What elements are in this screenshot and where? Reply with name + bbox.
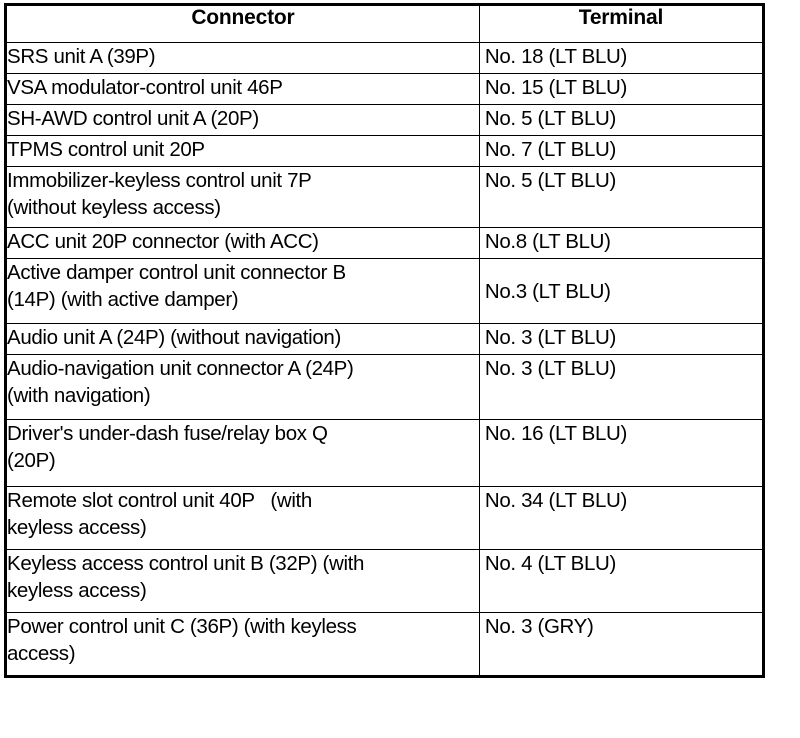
table-row: Audio-navigation unit connector A (24P) … bbox=[5, 354, 765, 420]
header-row: Connector Terminal bbox=[5, 4, 765, 43]
table-row: Remote slot control unit 40P (with keyle… bbox=[5, 486, 765, 550]
cell-connector: Audio-navigation unit connector A (24P) … bbox=[5, 354, 480, 420]
column-header-connector: Connector bbox=[5, 4, 480, 43]
table-header: Connector Terminal bbox=[5, 4, 765, 43]
cell-connector: Active damper control unit connector B (… bbox=[5, 258, 480, 324]
cell-terminal: No. 3 (LT BLU) bbox=[478, 323, 765, 355]
cell-terminal: No.8 (LT BLU) bbox=[478, 227, 765, 259]
cell-terminal: No. 3 (LT BLU) bbox=[478, 354, 765, 420]
cell-connector: Remote slot control unit 40P (with keyle… bbox=[5, 486, 480, 550]
table-row: ACC unit 20P connector (with ACC) No.8 (… bbox=[5, 227, 765, 259]
table-row: VSA modulator-control unit 46P No. 15 (L… bbox=[5, 73, 765, 105]
cell-terminal: No. 7 (LT BLU) bbox=[478, 135, 765, 167]
table-row: Audio unit A (24P) (without navigation) … bbox=[5, 323, 765, 355]
table-row: Driver's under-dash fuse/relay box Q (20… bbox=[5, 419, 765, 487]
column-header-terminal: Terminal bbox=[478, 4, 765, 43]
table-row: Active damper control unit connector B (… bbox=[5, 258, 765, 324]
table-row: SRS unit A (39P) No. 18 (LT BLU) bbox=[5, 42, 765, 74]
cell-connector: Power control unit C (36P) (with keyless… bbox=[5, 612, 480, 677]
cell-connector: Audio unit A (24P) (without navigation) bbox=[5, 323, 480, 355]
cell-connector: ACC unit 20P connector (with ACC) bbox=[5, 227, 480, 259]
cell-terminal: No. 15 (LT BLU) bbox=[478, 73, 765, 105]
cell-terminal: No. 5 (LT BLU) bbox=[478, 166, 765, 228]
table-row: SH-AWD control unit A (20P) No. 5 (LT BL… bbox=[5, 104, 765, 136]
cell-connector: Immobilizer-keyless control unit 7P (wit… bbox=[5, 166, 480, 228]
cell-terminal: No.3 (LT BLU) bbox=[478, 258, 765, 324]
connector-terminal-table: Connector Terminal SRS unit A (39P) No. … bbox=[4, 3, 765, 678]
cell-terminal: No. 4 (LT BLU) bbox=[478, 549, 765, 613]
cell-connector: Driver's under-dash fuse/relay box Q (20… bbox=[5, 419, 480, 487]
cell-connector: TPMS control unit 20P bbox=[5, 135, 480, 167]
cell-terminal: No. 3 (GRY) bbox=[478, 612, 765, 677]
table-row: Power control unit C (36P) (with keyless… bbox=[5, 612, 765, 677]
cell-connector: SH-AWD control unit A (20P) bbox=[5, 104, 480, 136]
table-row: Keyless access control unit B (32P) (wit… bbox=[5, 549, 765, 613]
cell-terminal: No. 18 (LT BLU) bbox=[478, 42, 765, 74]
cell-terminal: No. 34 (LT BLU) bbox=[478, 486, 765, 550]
table-row: Immobilizer-keyless control unit 7P (wit… bbox=[5, 166, 765, 228]
table-body: SRS unit A (39P) No. 18 (LT BLU) VSA mod… bbox=[5, 42, 765, 677]
cell-connector: SRS unit A (39P) bbox=[5, 42, 480, 74]
cell-terminal: No. 5 (LT BLU) bbox=[478, 104, 765, 136]
cell-terminal: No. 16 (LT BLU) bbox=[478, 419, 765, 487]
cell-connector: Keyless access control unit B (32P) (wit… bbox=[5, 549, 480, 613]
table-row: TPMS control unit 20P No. 7 (LT BLU) bbox=[5, 135, 765, 167]
cell-connector: VSA modulator-control unit 46P bbox=[5, 73, 480, 105]
